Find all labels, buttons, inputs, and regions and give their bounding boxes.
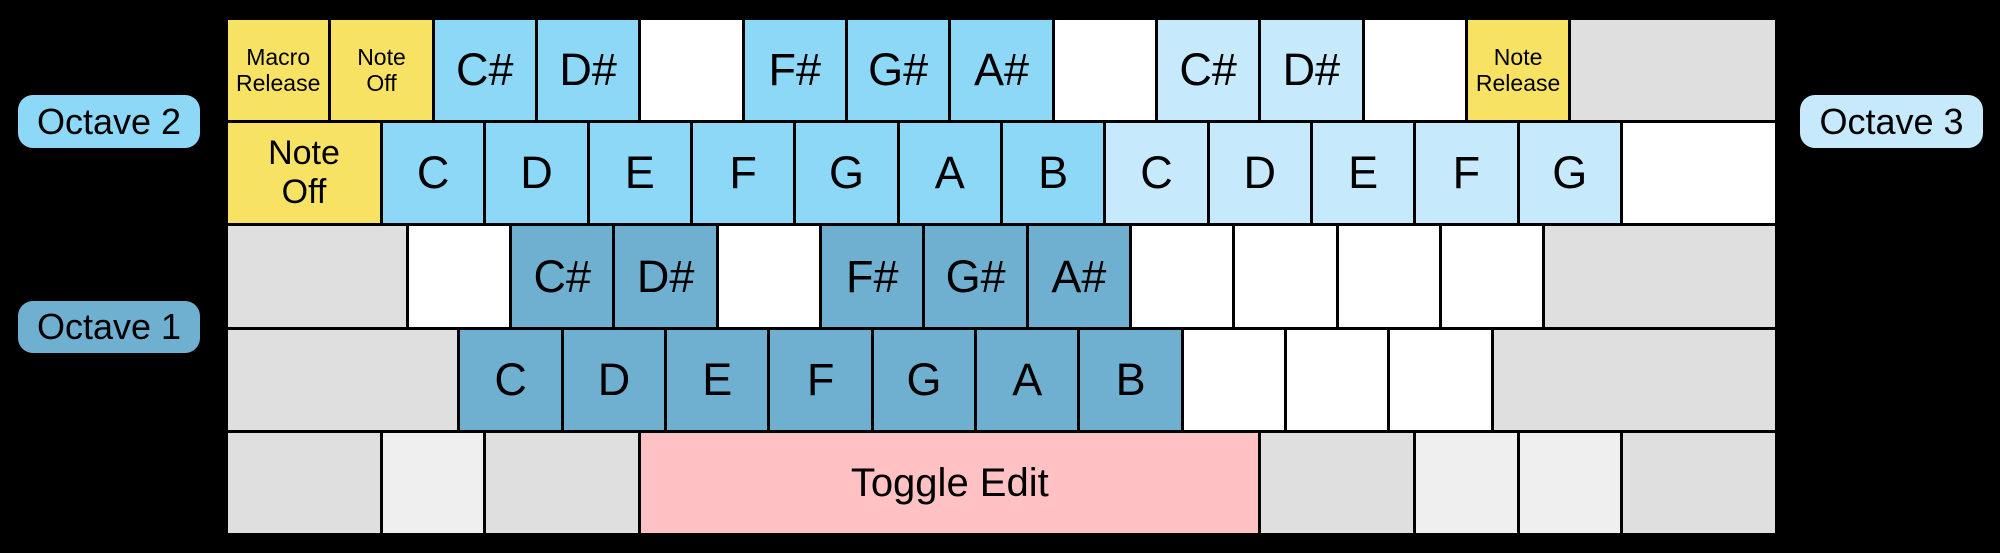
key-lwin[interactable] [379,429,487,536]
key-1-note-off[interactable]: Note Off [328,17,435,124]
key-minus-blank[interactable] [1361,17,1468,124]
key-period-blank[interactable] [1284,326,1391,433]
key-grave-macro-release[interactable]: Macro Release [225,17,332,124]
key-rshift[interactable] [1490,326,1778,433]
key-z-c-oct1[interactable]: C [457,326,564,433]
key-w-d-oct2[interactable]: D [483,120,590,227]
key-3-dsharp-oct2[interactable]: D# [534,17,642,124]
key-space-toggle-edit[interactable]: Toggle Edit [638,429,1262,536]
key-v-f-oct1[interactable]: F [767,326,874,433]
key-m-b-oct1[interactable]: B [1077,326,1184,433]
key-p-e-oct3[interactable]: E [1309,120,1417,227]
octave-2-label: Octave 2 [18,95,200,148]
key-slash-blank[interactable] [1387,326,1494,433]
key-quote-blank[interactable] [1439,223,1546,330]
key-e-e-oct2[interactable]: E [586,120,693,227]
key-rctrl[interactable] [1619,429,1778,536]
key-7-asharp-oct2[interactable]: A# [948,17,1055,124]
keyboard-row-3: C#D# F#G#A# [225,223,1778,330]
key-c-e-oct1[interactable]: E [664,326,771,433]
key-lalt[interactable] [483,429,642,536]
key-lshift[interactable] [225,326,461,433]
key-lbracket-f-oct3[interactable]: F [1413,120,1520,227]
key-6-gsharp-oct2[interactable]: G# [844,17,952,124]
key-t-g-oct2[interactable]: G [793,120,900,227]
keyboard-row-5: Toggle Edit [225,429,1778,536]
key-l-blank[interactable] [1232,223,1339,330]
key-h-gsharp-oct1[interactable]: G# [922,223,1029,330]
octave-3-label: Octave 3 [1800,95,1983,148]
key-ralt[interactable] [1258,429,1417,536]
key-semicolon-blank[interactable] [1335,223,1443,330]
key-k-blank[interactable] [1129,223,1236,330]
key-capslock[interactable] [225,223,409,330]
key-r-f-oct2[interactable]: F [689,120,797,227]
key-menu[interactable] [1516,429,1623,536]
key-2-csharp-oct2[interactable]: C# [431,17,538,124]
key-s-csharp-oct1[interactable]: C# [509,223,616,330]
key-b-g-oct1[interactable]: G [870,326,978,433]
key-g-fsharp-oct1[interactable]: F# [819,223,926,330]
octave-1-label: Octave 1 [18,301,200,353]
key-lctrl[interactable] [225,429,383,536]
key-u-b-oct2[interactable]: B [999,120,1107,227]
key-a-blank[interactable] [405,223,513,330]
key-q-c-oct2[interactable]: C [379,120,487,227]
key-enter[interactable] [1542,223,1778,330]
key-i-c-oct3[interactable]: C [1103,120,1210,227]
key-y-a-oct2[interactable]: A [896,120,1003,227]
key-d-dsharp-oct1[interactable]: D# [612,223,719,330]
key-8-blank[interactable] [1051,17,1158,124]
key-equals-note-release[interactable]: Note Release [1464,17,1572,124]
key-j-asharp-oct1[interactable]: A# [1025,223,1133,330]
key-o-d-oct3[interactable]: D [1206,120,1313,227]
key-tab-note-off[interactable]: Note Off [225,120,383,227]
key-0-dsharp-oct3[interactable]: D# [1258,17,1365,124]
key-rwin[interactable] [1413,429,1520,536]
key-comma-blank[interactable] [1180,326,1288,433]
key-f-blank[interactable] [715,223,823,330]
key-backspace[interactable] [1568,17,1778,124]
key-rbracket-g-oct3[interactable]: G [1516,120,1623,227]
key-5-fsharp-oct2[interactable]: F# [741,17,848,124]
key-x-d-oct1[interactable]: D [560,326,668,433]
key-backslash-blank[interactable] [1619,120,1778,227]
key-9-csharp-oct3[interactable]: C# [1154,17,1262,124]
key-4-blank[interactable] [638,17,745,124]
key-n-a-oct1[interactable]: A [974,326,1081,433]
